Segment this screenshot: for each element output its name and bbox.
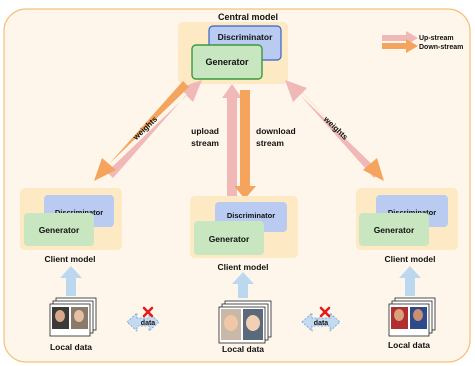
- central-model: Central model Discriminator Generator: [178, 12, 288, 84]
- client-2-upload-arrow: [232, 272, 254, 298]
- client-1-discriminator-label: Discriminator: [55, 208, 103, 217]
- data-link-right: data: [301, 306, 341, 332]
- client-3-discriminator-label: Discriminator: [388, 208, 436, 217]
- center-stream-arrows: upload stream download stream: [191, 84, 296, 199]
- client-model-1: Discriminator Generator Client model: [20, 188, 122, 264]
- local-data-2-images: [218, 300, 272, 344]
- client-1-generator-box: [24, 213, 94, 246]
- data-link-left: data: [126, 306, 160, 332]
- data-link-left-label: data: [141, 320, 156, 327]
- client-model-3: Discriminator Generator Client model: [356, 188, 458, 264]
- local-data-1-label: Local data: [50, 342, 92, 352]
- client-1-label: Client model: [44, 254, 95, 264]
- client-3-upload-arrow: [399, 266, 421, 296]
- data-link-left-arrow: [126, 312, 160, 332]
- local-data-3-label: Local data: [388, 340, 430, 350]
- client-1-generator-label: Generator: [39, 225, 80, 235]
- upload-stream-arrow: [222, 84, 242, 196]
- client-model-2: Discriminator Generator Client model: [190, 196, 298, 272]
- left-upstream-arrow: [107, 80, 202, 178]
- client-2-generator-box: [194, 221, 264, 255]
- legend: Up-stream Down-stream: [382, 31, 463, 53]
- local-data-3-images: [388, 297, 436, 337]
- legend-downstream-arrow: [382, 39, 418, 53]
- client-3-generator-box: [359, 213, 429, 246]
- download-stream-label-line2: stream: [256, 138, 284, 148]
- right-upstream-arrow: [285, 80, 380, 178]
- upload-stream-label-line2: stream: [191, 138, 219, 148]
- download-stream-arrow: [234, 90, 256, 199]
- data-link-right-arrow: [301, 312, 341, 332]
- legend-downstream-label: Down-stream: [419, 44, 463, 51]
- download-stream-label-line1: download: [256, 126, 296, 136]
- data-link-right-label: data: [314, 320, 329, 327]
- client-3-generator-label: Generator: [374, 225, 415, 235]
- client-1-upload-arrow: [60, 266, 82, 296]
- blocked-cross-icon: [319, 306, 331, 318]
- right-downstream-arrow: [291, 81, 384, 181]
- blocked-cross-icon: [142, 306, 154, 318]
- client-2-label: Client model: [217, 262, 268, 272]
- client-2-generator-label: Generator: [209, 234, 250, 244]
- client-3-label: Client model: [384, 254, 435, 264]
- client-2-discriminator-label: Discriminator: [227, 211, 275, 220]
- local-data-1-images: [49, 297, 97, 337]
- legend-upstream-label: Up-stream: [419, 35, 454, 42]
- upload-stream-label-line1: upload: [191, 126, 219, 136]
- central-model-title: Central model: [218, 12, 278, 22]
- local-data-2-label: Local data: [222, 344, 264, 354]
- left-downstream-arrow: [94, 81, 189, 181]
- central-generator-box: [191, 44, 263, 80]
- central-discriminator-label: Discriminator: [218, 32, 273, 42]
- central-generator-label: Generator: [205, 57, 249, 67]
